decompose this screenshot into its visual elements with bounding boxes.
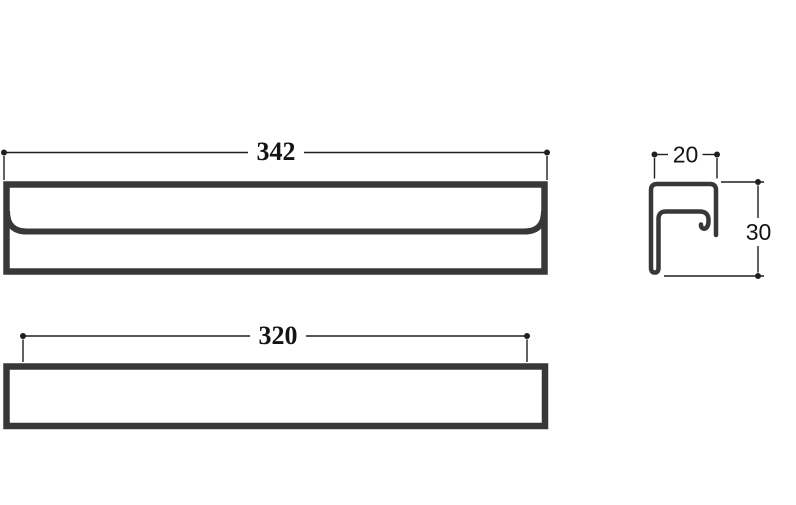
front-view: 342 xyxy=(1,137,550,275)
dimension-endpoint-dot xyxy=(755,273,761,279)
dimension-endpoint-dot xyxy=(651,151,658,158)
dimension-endpoint-dot xyxy=(755,179,761,185)
side-section-view: 20 30 xyxy=(648,142,771,279)
side-profile-outline xyxy=(648,181,719,275)
side-view-dimension-20: 20 xyxy=(651,142,720,179)
front-view-inner-lip-line xyxy=(4,210,547,235)
side-view-dimension-30: 30 xyxy=(664,179,771,279)
dimension-label-320: 320 xyxy=(259,321,298,350)
dimension-label-342: 342 xyxy=(257,137,296,166)
plan-view-outline xyxy=(3,363,549,430)
dimension-endpoint-dot xyxy=(20,333,26,339)
dimension-endpoint-dot xyxy=(1,149,7,156)
front-view-dimension-342: 342 xyxy=(1,137,550,180)
dimension-endpoint-dot xyxy=(714,151,720,158)
dimension-endpoint-dot xyxy=(544,149,550,156)
plan-view-dimension-320: 320 xyxy=(20,321,530,362)
dimension-label-20: 20 xyxy=(673,142,699,168)
dimension-label-30: 30 xyxy=(746,219,772,245)
plan-view: 320 xyxy=(3,321,549,430)
dimension-endpoint-dot xyxy=(524,333,530,339)
front-view-outline xyxy=(3,181,548,275)
